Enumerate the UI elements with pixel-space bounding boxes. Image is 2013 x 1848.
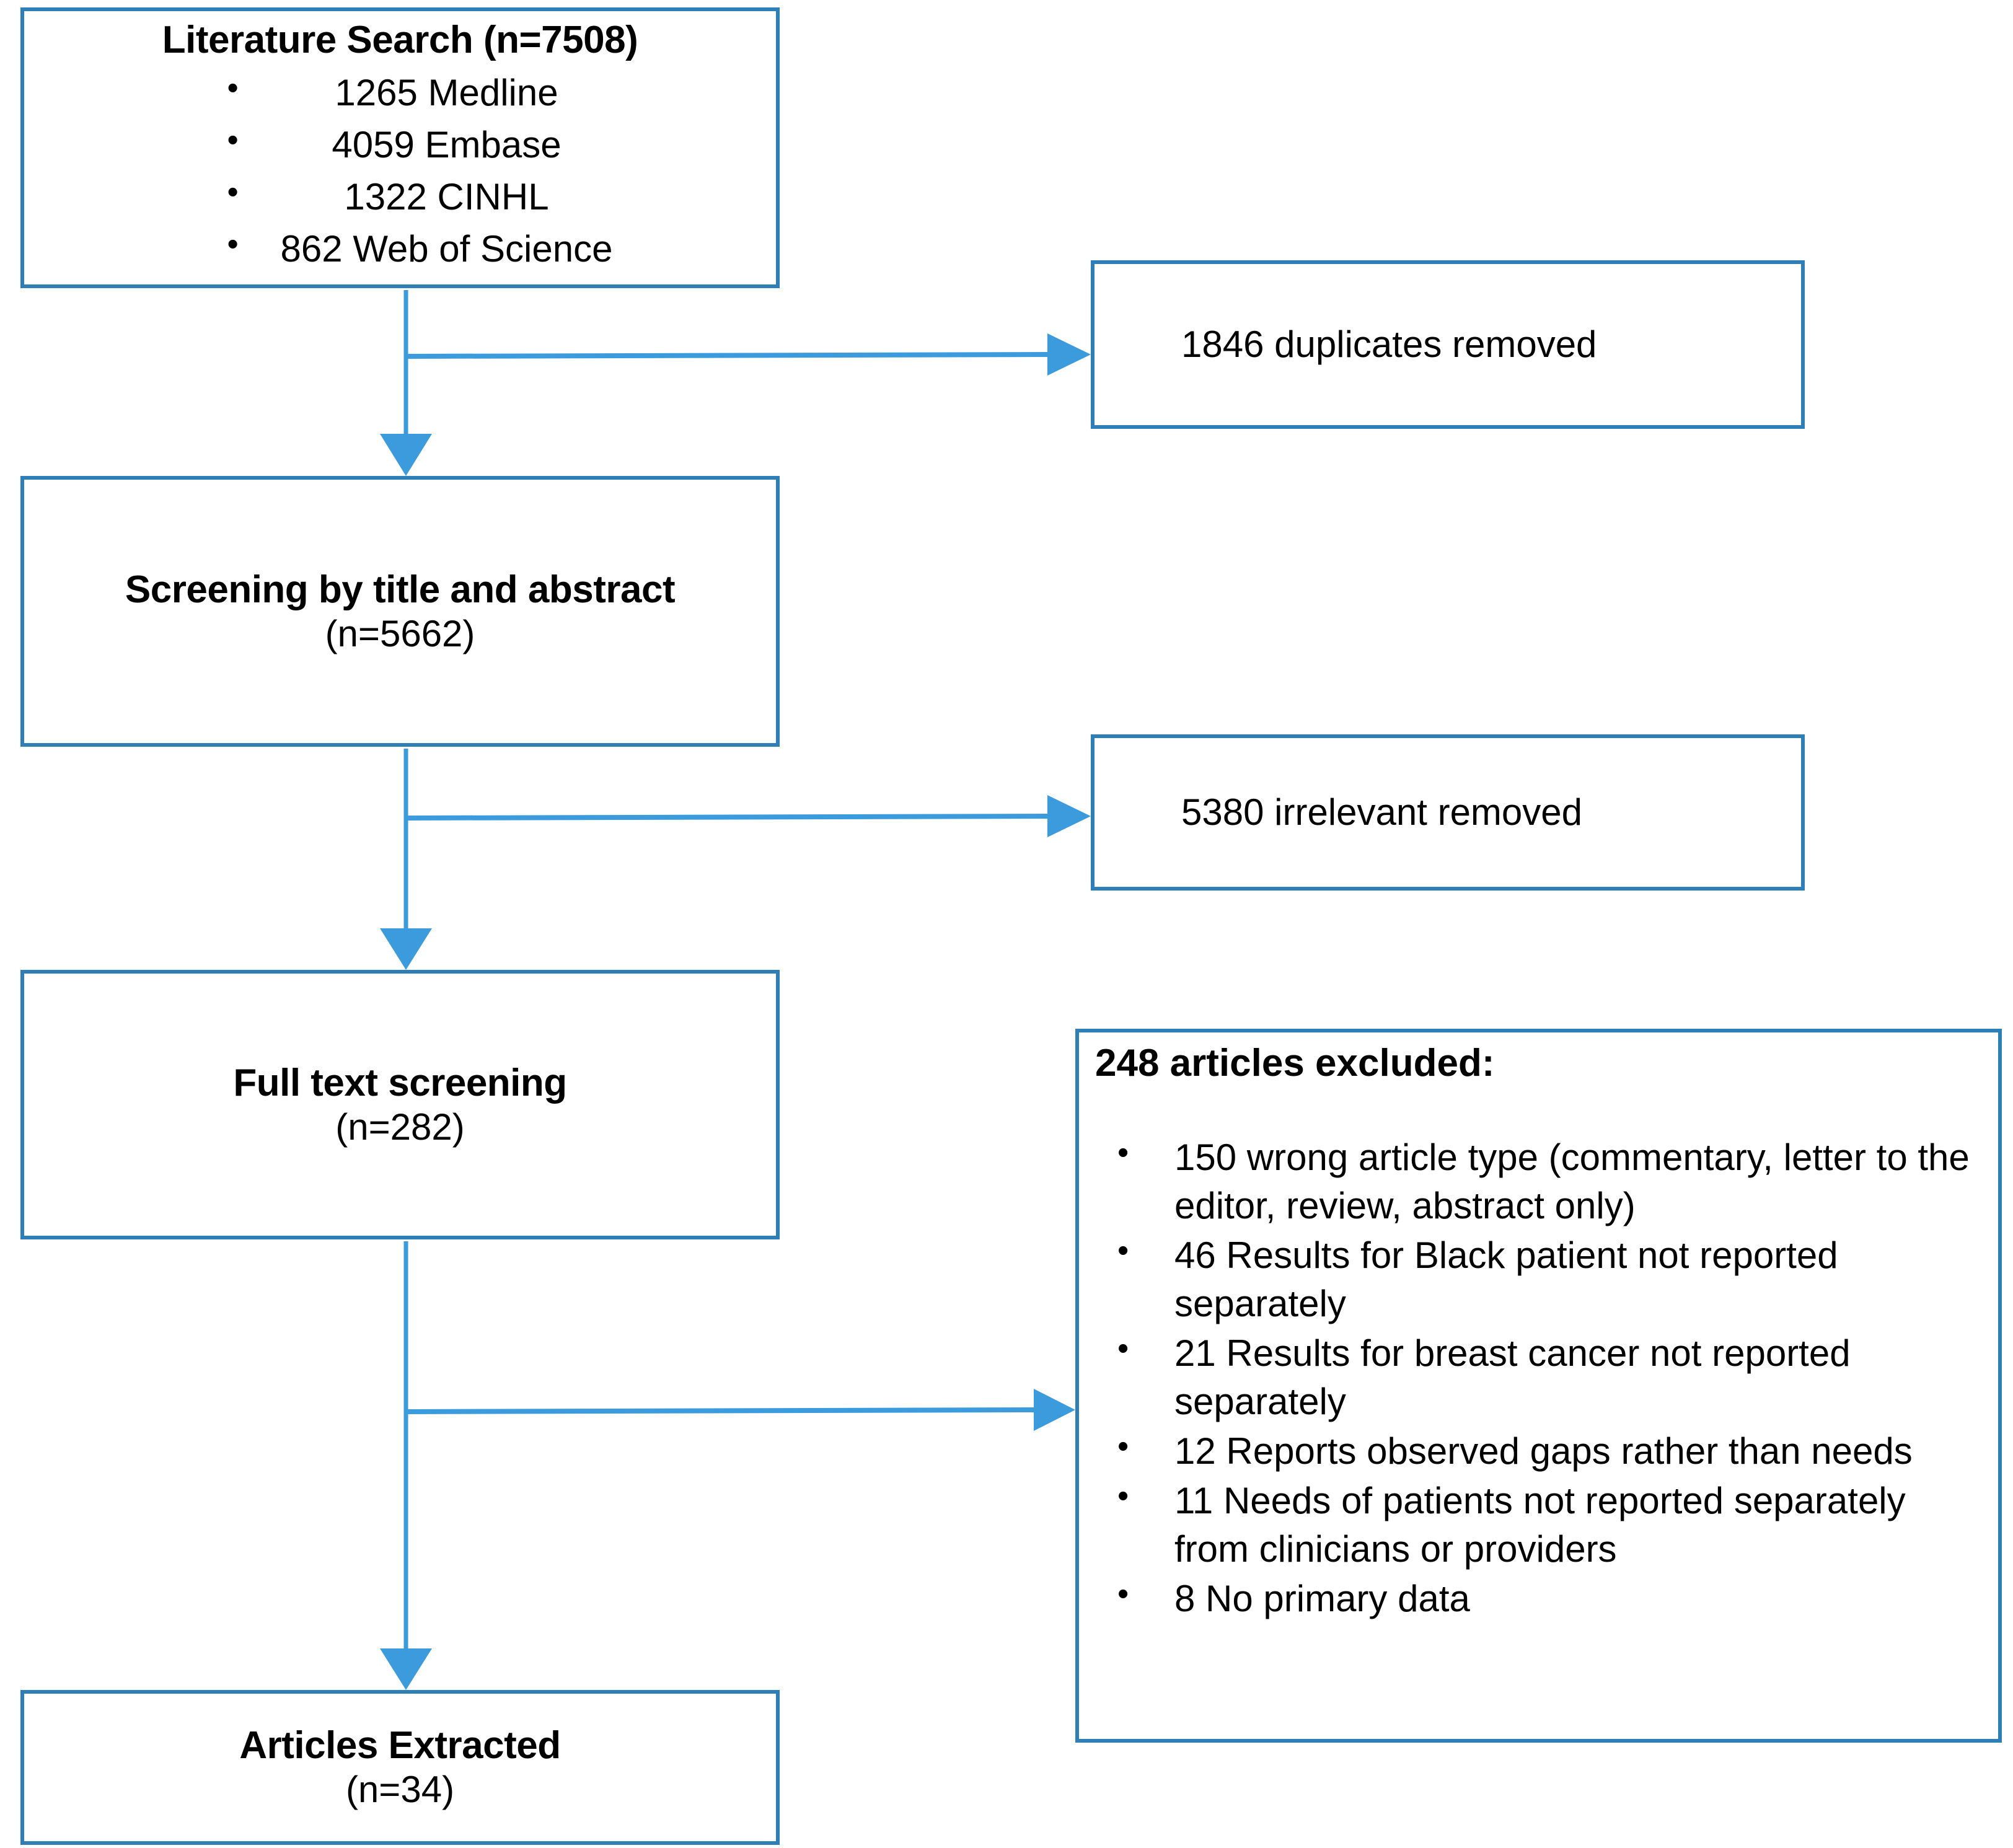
connector-screening-to-irrelevant: [405, 795, 1091, 837]
screening-title-abstract-heading: Screening by title and abstract: [125, 568, 676, 611]
articles-extracted-count: (n=34): [345, 1769, 455, 1811]
list-item: 150 wrong article type (commentary, lett…: [1095, 1132, 1986, 1230]
list-item: 11 Needs of patients not reported separa…: [1095, 1476, 1986, 1573]
list-item: 12 Reports observed gaps rather than nee…: [1095, 1426, 1986, 1476]
connector-search-to-screening: [380, 290, 432, 476]
connector-screening-to-fulltext: [380, 749, 432, 970]
literature-search-source-list: 1265 Medline 4059 Embase 1322 CINHL 862 …: [188, 68, 613, 277]
irrelevant-removed-box: 5380 irrelevant removed: [1091, 734, 1805, 891]
articles-excluded-box: 248 articles excluded: 150 wrong article…: [1075, 1029, 2002, 1743]
list-item: 1322 CINHL: [188, 172, 613, 221]
list-item: 4059 Embase: [188, 120, 613, 169]
duplicates-removed-label: 1846 duplicates removed: [1181, 323, 1597, 365]
list-item: 46 Results for Black patient not reporte…: [1095, 1230, 1986, 1328]
articles-extracted-heading: Articles Extracted: [239, 1724, 561, 1767]
full-text-screening-count: (n=282): [335, 1106, 465, 1148]
list-item: 1265 Medline: [188, 68, 613, 117]
articles-excluded-heading: 248 articles excluded:: [1095, 1042, 1495, 1085]
list-item: 8 No primary data: [1095, 1573, 1986, 1623]
screening-title-abstract-box: Screening by title and abstract (n=5662): [20, 476, 780, 747]
full-text-screening-heading: Full text screening: [233, 1061, 567, 1104]
irrelevant-removed-label: 5380 irrelevant removed: [1181, 791, 1583, 833]
list-item: 21 Results for breast cancer not reporte…: [1095, 1328, 1986, 1426]
screening-title-abstract-count: (n=5662): [325, 612, 475, 654]
literature-search-heading: Literature Search (n=7508): [162, 19, 638, 61]
full-text-screening-box: Full text screening (n=282): [20, 970, 780, 1239]
duplicates-removed-box: 1846 duplicates removed: [1091, 260, 1805, 429]
articles-extracted-box: Articles Extracted (n=34): [20, 1690, 780, 1845]
list-item: 862 Web of Science: [188, 224, 613, 273]
literature-search-box: Literature Search (n=7508) 1265 Medline …: [20, 7, 780, 288]
connector-search-to-duplicates: [405, 333, 1091, 376]
connector-fulltext-to-extracted: [380, 1241, 432, 1690]
articles-excluded-reason-list: 150 wrong article type (commentary, lett…: [1095, 1132, 1986, 1624]
connector-fulltext-to-excluded: [405, 1389, 1075, 1431]
